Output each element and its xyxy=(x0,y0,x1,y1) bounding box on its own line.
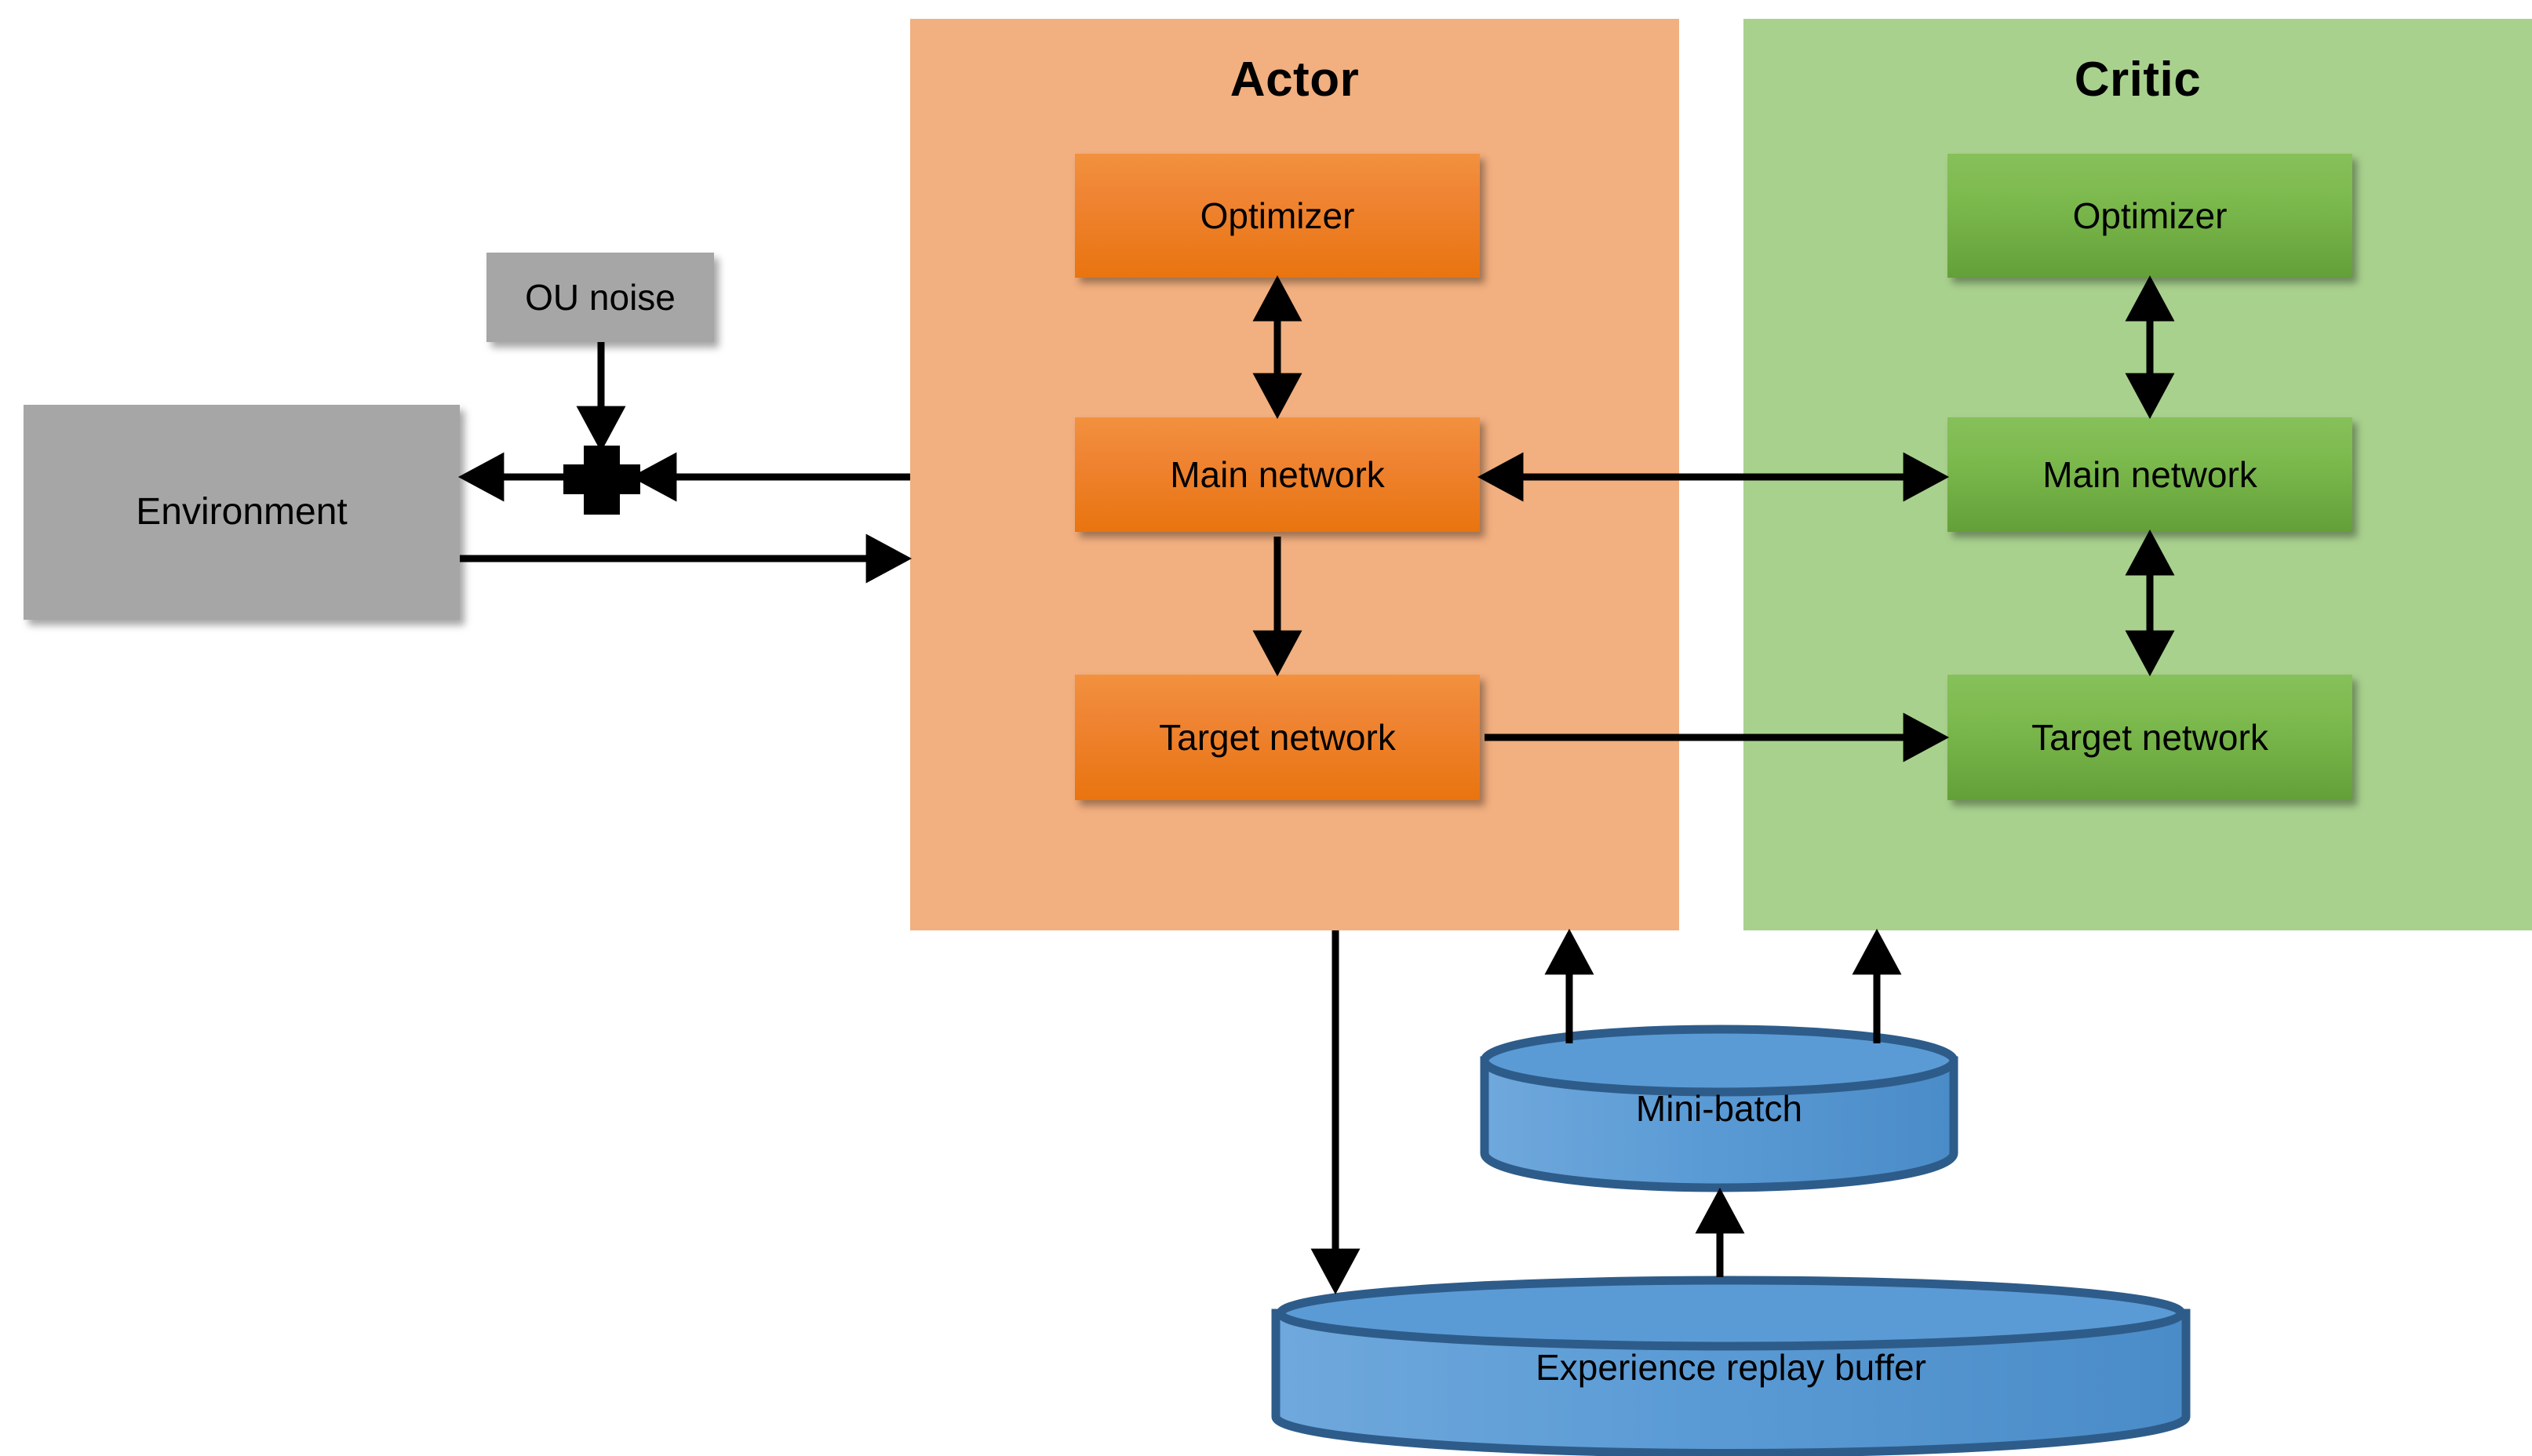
mini-batch-cylinder[interactable]: Mini-batch xyxy=(1480,1025,1958,1192)
actor-optimizer-box[interactable]: Optimizer xyxy=(1075,154,1480,278)
ou-noise-box[interactable]: OU noise xyxy=(486,253,714,342)
actor-main-network-box[interactable]: Main network xyxy=(1075,417,1480,532)
adder-plus-icon xyxy=(563,446,640,515)
critic-target-network-box[interactable]: Target network xyxy=(1947,675,2352,800)
ou-noise-label: OU noise xyxy=(525,276,676,318)
actor-target-network-label: Target network xyxy=(1159,716,1396,758)
actor-optimizer-label: Optimizer xyxy=(1200,195,1355,236)
critic-optimizer-box[interactable]: Optimizer xyxy=(1947,154,2352,278)
critic-panel-title: Critic xyxy=(2074,53,2202,107)
replay-buffer-cylinder-shape xyxy=(1271,1276,2191,1456)
environment-label: Environment xyxy=(136,490,348,533)
actor-target-network-box[interactable]: Target network xyxy=(1075,675,1480,800)
critic-target-network-label: Target network xyxy=(2031,716,2268,758)
actor-panel-title: Actor xyxy=(1230,53,1360,107)
critic-main-network-label: Main network xyxy=(2042,453,2257,495)
actor-main-network-label: Main network xyxy=(1170,453,1385,495)
environment-box[interactable]: Environment xyxy=(24,405,460,620)
critic-optimizer-label: Optimizer xyxy=(2072,195,2228,236)
mini-batch-cylinder-shape xyxy=(1480,1025,1958,1192)
replay-buffer-cylinder[interactable]: Experience replay buffer xyxy=(1271,1276,2191,1456)
critic-main-network-box[interactable]: Main network xyxy=(1947,417,2352,532)
